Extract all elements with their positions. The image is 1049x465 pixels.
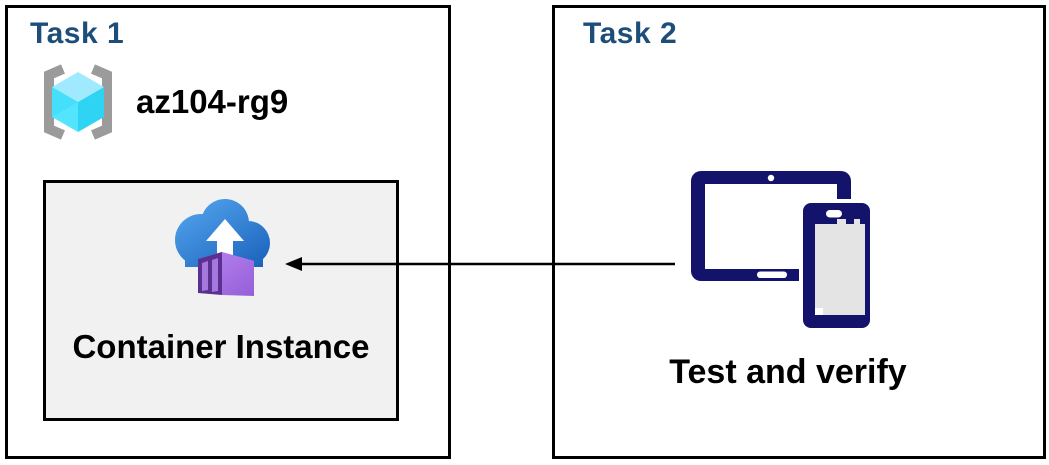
arrow-right-to-left [285,257,675,271]
task2-panel: Task 2 Test and verify [552,5,1046,459]
tablet-home-button [757,271,787,278]
container-instance-upload-icon [175,199,270,296]
container-instance-label: Container Instance [72,328,370,365]
task1-title: Task 1 [30,17,125,50]
resource-group-icon [44,64,112,140]
resource-group-row: az104-rg9 [36,63,288,141]
phone-icon [799,199,874,332]
container-cube [198,252,254,296]
task1-panel: Task 1 az104-rg9 [5,5,451,459]
tablet-phone-devices-icon [691,171,874,332]
bracket-left [44,64,65,140]
phone-speaker [826,210,842,218]
task2-title: Task 2 [583,17,678,50]
phone-screen [815,224,865,315]
tablet-camera-dot [767,174,775,182]
arrowhead-left [285,257,302,271]
container-instance-box: Container Instance [43,180,399,421]
upload-arrow [206,219,244,259]
cube-right-face [78,87,104,132]
resource-group-name: az104-rg9 [136,83,289,120]
cube-left-shade [52,87,78,117]
test-and-verify-label: Test and verify [669,353,907,391]
bracket-right [91,64,112,140]
